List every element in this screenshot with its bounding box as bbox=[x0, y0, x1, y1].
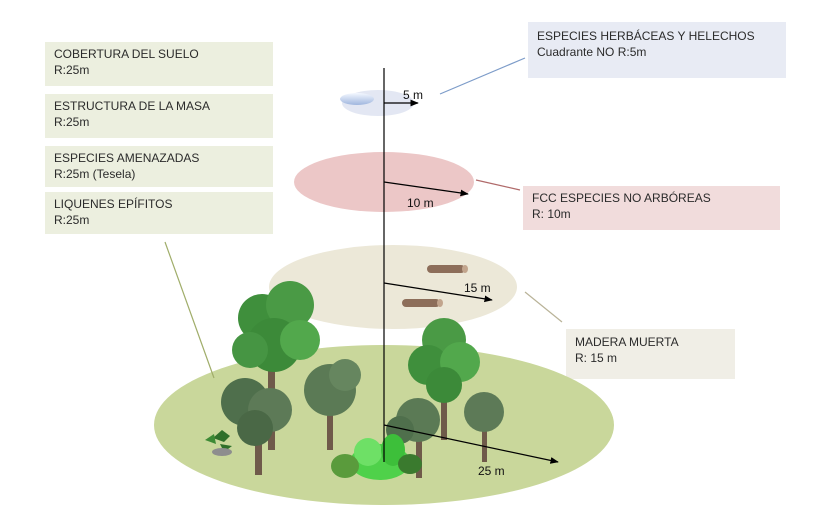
log-icon-upper bbox=[427, 265, 468, 273]
label-madera: MADERA MUERTA R: 15 m bbox=[566, 329, 735, 379]
herbaceas-title: ESPECIES HERBÁCEAS Y HELECHOS bbox=[537, 29, 755, 43]
estructura-title: ESTRUCTURA DE LA MASA bbox=[54, 99, 211, 113]
radius-label-25m: 25 m bbox=[478, 464, 505, 478]
tree-right-dark-icon bbox=[386, 398, 440, 478]
cobertura-radius: R:25m bbox=[54, 63, 90, 77]
connector-liquenes bbox=[164, 241, 215, 379]
madera-title: MADERA MUERTA bbox=[575, 335, 679, 349]
amenazadas-title: ESPECIES AMENAZADAS bbox=[54, 151, 200, 165]
amenazadas-radius: R:25m (Tesela) bbox=[54, 167, 136, 181]
label-fcc: FCC ESPECIES NO ARBÓREAS R: 10m bbox=[523, 186, 780, 230]
connector-herbaceas bbox=[439, 57, 526, 95]
fcc-title: FCC ESPECIES NO ARBÓREAS bbox=[532, 191, 711, 205]
label-cobertura: COBERTURA DEL SUELO R:25m bbox=[45, 42, 273, 86]
herbaceas-radius: Cuadrante NO R:5m bbox=[537, 45, 647, 59]
arrow-10m bbox=[383, 181, 469, 197]
label-estructura: ESTRUCTURA DE LA MASA R:25m bbox=[45, 94, 273, 138]
tree-left-tall-icon bbox=[232, 281, 320, 450]
liquenes-radius: R:25m bbox=[54, 213, 90, 227]
radius-label-10m: 10 m bbox=[407, 196, 434, 210]
connector-fcc bbox=[475, 179, 521, 191]
label-liquenes: LIQUENES EPÍFITOS R:25m bbox=[45, 192, 273, 234]
label-amenazadas: ESPECIES AMENAZADAS R:25m (Tesela) bbox=[45, 146, 273, 187]
tree-right-tall-icon bbox=[408, 318, 480, 440]
log-icon-lower bbox=[402, 299, 443, 307]
tree-far-right-icon bbox=[464, 392, 504, 462]
arrow-15m bbox=[383, 282, 493, 303]
madera-radius: R: 15 m bbox=[575, 351, 618, 365]
tree-left-dark-icon bbox=[221, 378, 292, 475]
radius-label-15m: 15 m bbox=[464, 281, 491, 295]
fern-icon bbox=[205, 430, 232, 456]
estructura-radius: R:25m bbox=[54, 115, 90, 129]
cobertura-title: COBERTURA DEL SUELO bbox=[54, 47, 199, 61]
liquenes-title: LIQUENES EPÍFITOS bbox=[54, 197, 173, 211]
shrub-center-icon bbox=[331, 434, 422, 480]
connector-madera bbox=[524, 291, 563, 323]
fcc-radius: R: 10m bbox=[532, 207, 571, 221]
cloud-icon bbox=[340, 93, 374, 105]
arrow-25m bbox=[383, 424, 559, 464]
radius-label-5m: 5 m bbox=[403, 88, 423, 102]
label-herbaceas: ESPECIES HERBÁCEAS Y HELECHOS Cuadrante … bbox=[528, 22, 786, 78]
tree-center-left-icon bbox=[304, 359, 361, 450]
